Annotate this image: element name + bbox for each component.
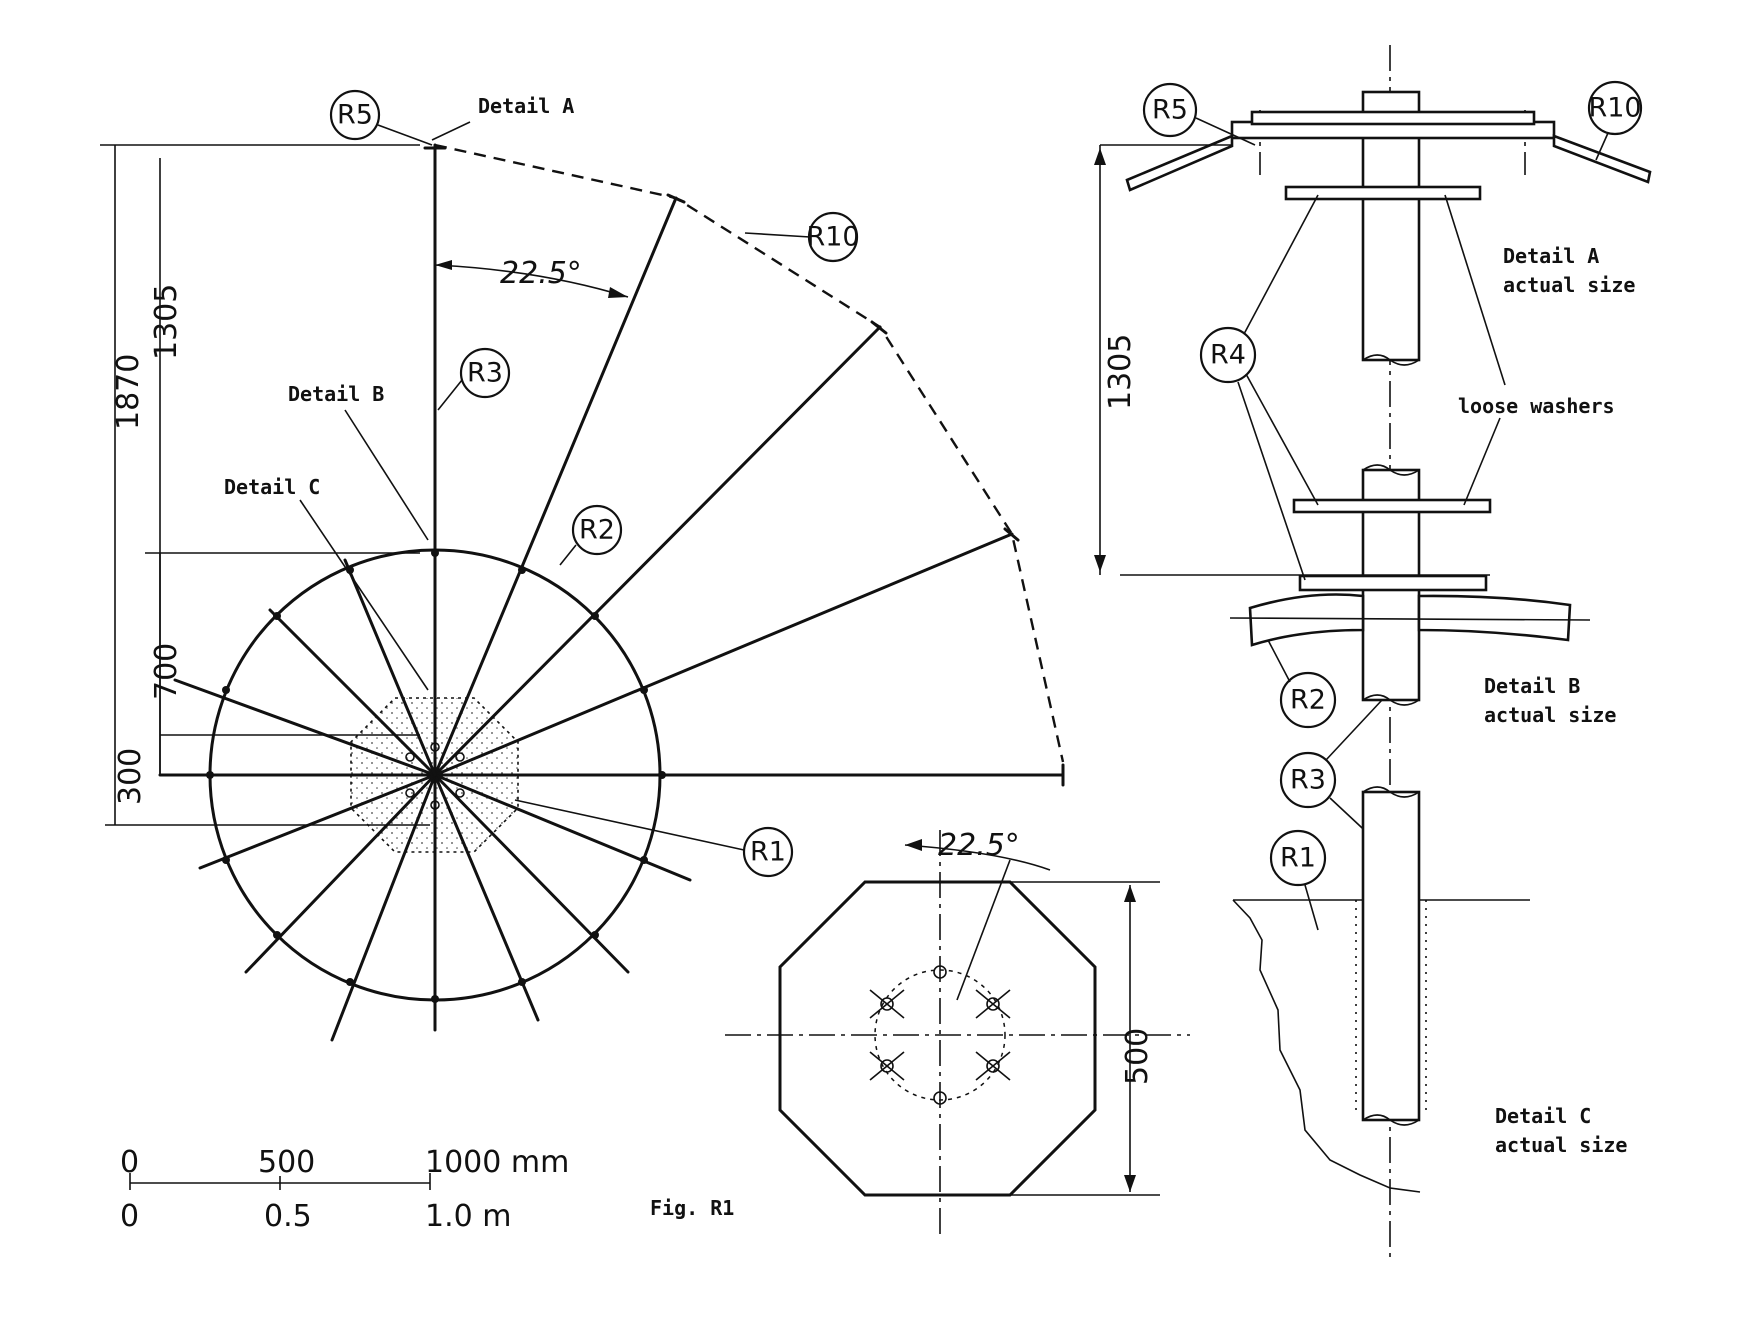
detail-b-view: loose washers [1120,194,1615,706]
dim-ring-radius: 700 [149,643,184,700]
svg-text:R5: R5 [337,100,373,131]
svg-text:R10: R10 [1588,93,1641,124]
scale-mm-500: 500 [258,1145,315,1180]
svg-text:R5: R5 [1152,95,1188,126]
angle-arc [434,264,629,298]
scale-m-0: 0 [120,1199,139,1234]
label-detail-a: Detail A [478,94,574,118]
bolt-holes [880,965,1000,1105]
detail-dimension: 1305 [1094,145,1138,575]
scale-mm-1000: 1000 mm [425,1145,569,1180]
dim-hub-radius: 300 [113,748,148,805]
label-detail-b: Detail B [288,382,384,406]
label-detail-a-full-1: Detail A [1503,244,1599,268]
label-detail-c: Detail C [224,475,320,499]
dim-mast-height: 1305 [149,284,184,360]
dimension-lines-left [100,144,430,826]
tag-r1-detail: R1 [1269,829,1327,931]
svg-text:R2: R2 [1290,685,1326,716]
dim-plate-angle: 22.5° [938,828,1020,863]
dim-plate-size: 500 [1120,1028,1155,1085]
label-detail-b-full-2: actual size [1484,703,1616,727]
scale-bar: 0 500 1000 mm 0 0.5 1.0 m [120,1145,569,1234]
tag-r1-plan: R1 [514,799,794,878]
tag-r2-detail: R2 [1267,639,1337,729]
base-plate [778,880,1097,1197]
svg-text:R10: R10 [806,222,859,253]
dim-overall-height: 1870 [111,354,146,430]
svg-text:R1: R1 [1280,843,1316,874]
dim-detail-mast: 1305 [1103,334,1138,410]
tag-r5-detail: R5 [1142,82,1256,146]
hub-holes [405,742,465,810]
tag-r10-plan: R10 [744,211,860,263]
sail-outline [434,143,1065,763]
dim-spoke-angle: 22.5° [500,256,582,291]
tag-r2-plan: R2 [559,504,623,566]
tag-r4-detail: R4 [1199,194,1319,581]
scale-m-05: 0.5 [264,1199,312,1234]
detail-c-view [1232,786,1530,1193]
spokes [158,143,1065,1042]
tag-r5-plan: R5 [329,89,433,146]
label-detail-a-full-2: actual size [1503,273,1635,297]
svg-text:R3: R3 [1290,765,1326,796]
svg-text:R3: R3 [467,358,503,389]
tag-r10-detail: R10 [1587,80,1643,161]
svg-text:R2: R2 [579,515,615,546]
svg-text:R4: R4 [1210,340,1246,371]
detail-a-view [1100,45,1652,1260]
scale-m-10: 1.0 m [425,1199,511,1234]
label-loose-washers: loose washers [1458,394,1615,418]
ring-joints [206,549,666,1003]
figure-label: Fig. R1 [650,1196,734,1220]
tag-r3-plan: R3 [437,347,511,411]
rotor-plan-view [158,143,1065,1042]
label-detail-c-full-2: actual size [1495,1133,1627,1157]
label-detail-b-full-1: Detail B [1484,674,1580,698]
svg-text:R1: R1 [750,837,786,868]
scale-mm-0: 0 [120,1145,139,1180]
label-detail-c-full-1: Detail C [1495,1104,1591,1128]
base-plate-view: 500 22.5° [725,828,1190,1235]
